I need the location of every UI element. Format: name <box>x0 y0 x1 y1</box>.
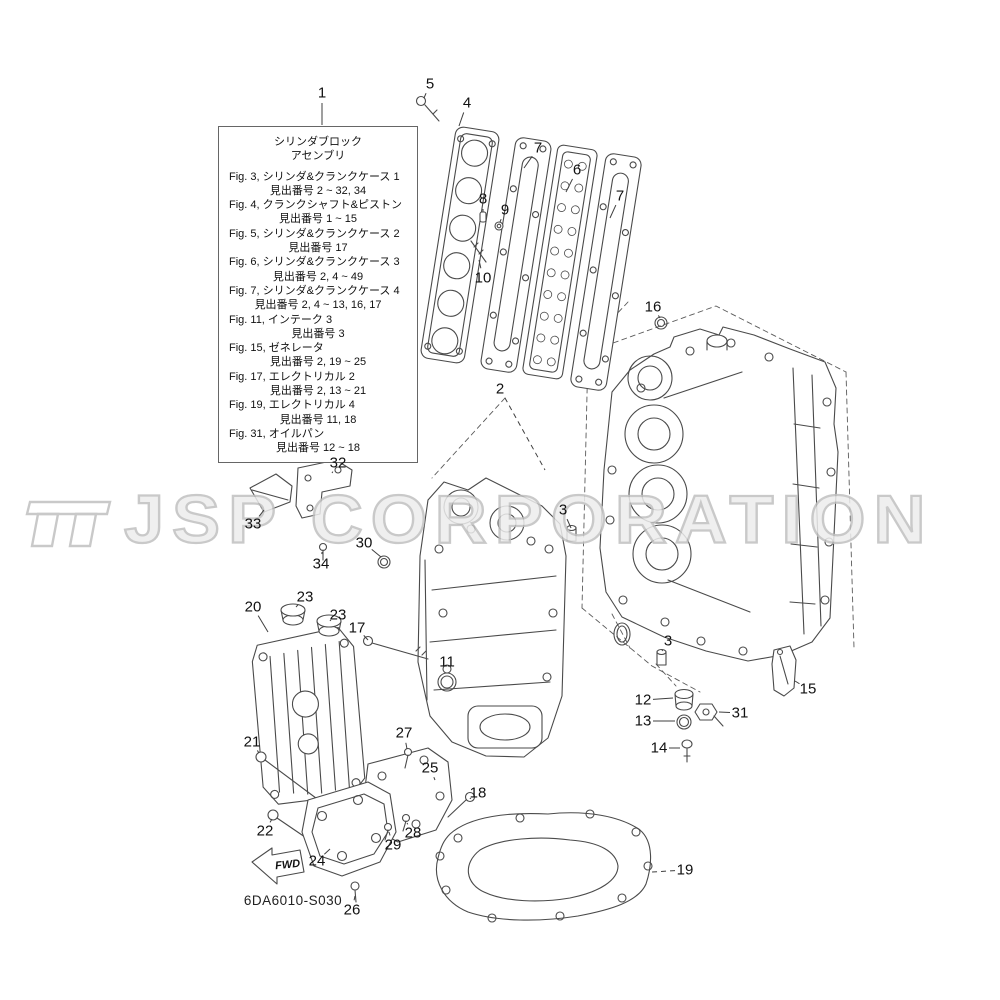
callout-2: 2 <box>495 380 505 398</box>
gasket-7a <box>480 137 552 373</box>
bolt-5 <box>415 95 440 122</box>
oring-30 <box>377 555 391 569</box>
legend-entry-fig: Fig. 11, インテーク 3 <box>229 313 333 326</box>
filler-cap-23a <box>280 603 306 626</box>
callout-4: 4 <box>462 94 472 112</box>
callout-3: 3 <box>558 501 568 519</box>
legend-entry-fig: Fig. 4, クランクシャフト&ピストン <box>229 199 402 212</box>
callout-1: 1 <box>317 84 327 102</box>
callout-9: 9 <box>500 201 510 219</box>
stud-10 <box>470 240 487 263</box>
fwd-label: FWD <box>275 858 301 873</box>
callout-11: 11 <box>439 653 455 671</box>
legend-entry-ref: 見出番号 2, 19 ~ 25 <box>269 356 367 369</box>
washer-9 <box>494 221 504 231</box>
legend-entry-ref: 見出番号 2 ~ 32, 34 <box>269 184 367 197</box>
legend-entry-ref: 見出番号 2, 4 ~ 13, 16, 17 <box>254 299 382 312</box>
callout-26: 26 <box>343 901 361 919</box>
callout-33: 33 <box>244 515 262 533</box>
cylinder-head-left <box>251 626 366 805</box>
pin-8 <box>479 211 487 223</box>
oring-16 <box>654 316 668 330</box>
screw-28 <box>401 813 411 832</box>
filler-cap-23b <box>316 614 342 637</box>
legend-entry-fig: Fig. 7, シリンダ&クランクケース 4 <box>229 284 400 297</box>
cylinder-block-right <box>599 326 839 662</box>
screw-26 <box>350 881 360 903</box>
callout-21: 21 <box>243 733 261 751</box>
callout-23: 23 <box>296 588 314 606</box>
legend-entry-ref: 見出番号 1 ~ 15 <box>279 213 357 226</box>
gasket-7b <box>570 153 642 391</box>
legend-entry-ref: 見出番号 2, 4 ~ 49 <box>272 270 364 283</box>
callout-7: 7 <box>533 139 543 157</box>
callout-20: 20 <box>244 598 262 616</box>
callout-29: 29 <box>384 836 402 854</box>
callout-22: 22 <box>256 822 274 840</box>
screw-34 <box>318 542 328 561</box>
bolt-14 <box>681 739 693 763</box>
callout-12: 12 <box>634 691 652 709</box>
sensor-31 <box>694 703 724 727</box>
legend-title-line2: アセンブリ <box>290 150 346 163</box>
callout-18: 18 <box>469 784 487 802</box>
callout-16: 16 <box>644 298 662 316</box>
legend-entry-fig: Fig. 3, シリンダ&クランクケース 1 <box>229 170 400 183</box>
legend-entry-ref: 見出番号 3 <box>291 327 345 340</box>
oil-pan-gasket-19 <box>435 809 653 923</box>
callout-15: 15 <box>799 680 817 698</box>
callout-30: 30 <box>355 534 373 552</box>
legend-entry-fig: Fig. 6, シリンダ&クランクケース 3 <box>229 256 400 269</box>
oring-13 <box>676 714 692 730</box>
plug-12 <box>674 688 694 711</box>
dowel-3b <box>656 648 667 666</box>
callout-13: 13 <box>634 712 652 730</box>
bolt-17 <box>362 635 429 660</box>
callout-3: 3 <box>663 632 673 650</box>
callout-14: 14 <box>650 739 668 757</box>
callout-31: 31 <box>731 704 749 722</box>
bolt-18 <box>447 791 476 818</box>
callout-23: 23 <box>329 606 347 624</box>
callout-25: 25 <box>421 759 439 777</box>
callout-32: 32 <box>329 454 347 472</box>
callout-8: 8 <box>478 190 488 208</box>
bracket-32 <box>295 459 353 519</box>
callout-17: 17 <box>348 619 366 637</box>
fwd-arrow: FWD <box>251 847 305 885</box>
plate-6 <box>522 144 598 380</box>
legend-entry-fig: Fig. 15, ゼネレータ <box>229 342 324 355</box>
screw-29 <box>383 822 393 841</box>
callout-10: 10 <box>474 269 492 287</box>
screw-27 <box>403 747 413 769</box>
legend-entry-fig: Fig. 31, オイルパン <box>229 427 325 440</box>
construction-lines <box>431 301 855 693</box>
oring-11 <box>437 672 457 692</box>
callout-6: 6 <box>572 161 582 179</box>
legend-entry-fig: Fig. 5, シリンダ&クランクケース 2 <box>229 227 400 240</box>
callout-19: 19 <box>676 861 694 879</box>
legend-entry-ref: 見出番号 2, 13 ~ 21 <box>269 385 367 398</box>
legend-entry-fig: Fig. 19, エレクトリカル 4 <box>229 399 355 412</box>
cylinder-block-center <box>417 477 567 758</box>
reed-plate-4 <box>420 126 500 364</box>
legend-entry-ref: 見出番号 11, 18 <box>279 413 357 426</box>
cover-33 <box>249 473 293 513</box>
dowel-3a <box>566 524 577 542</box>
callout-7: 7 <box>615 187 625 205</box>
legend-entry-ref: 見出番号 17 <box>288 242 348 255</box>
callout-24: 24 <box>308 852 326 870</box>
legend-entry-fig: Fig. 17, エレクトリカル 2 <box>229 370 355 383</box>
callout-27: 27 <box>395 724 413 742</box>
legend-title-line1: シリンダブロック <box>274 136 362 148</box>
drawing-code: 6DA6010-S030 <box>243 893 343 908</box>
legend-entry-ref: 見出番号 12 ~ 18 <box>275 442 361 455</box>
callout-28: 28 <box>404 824 422 842</box>
callout-34: 34 <box>312 555 330 573</box>
anode-15 <box>771 645 797 697</box>
callout-5: 5 <box>425 75 435 93</box>
